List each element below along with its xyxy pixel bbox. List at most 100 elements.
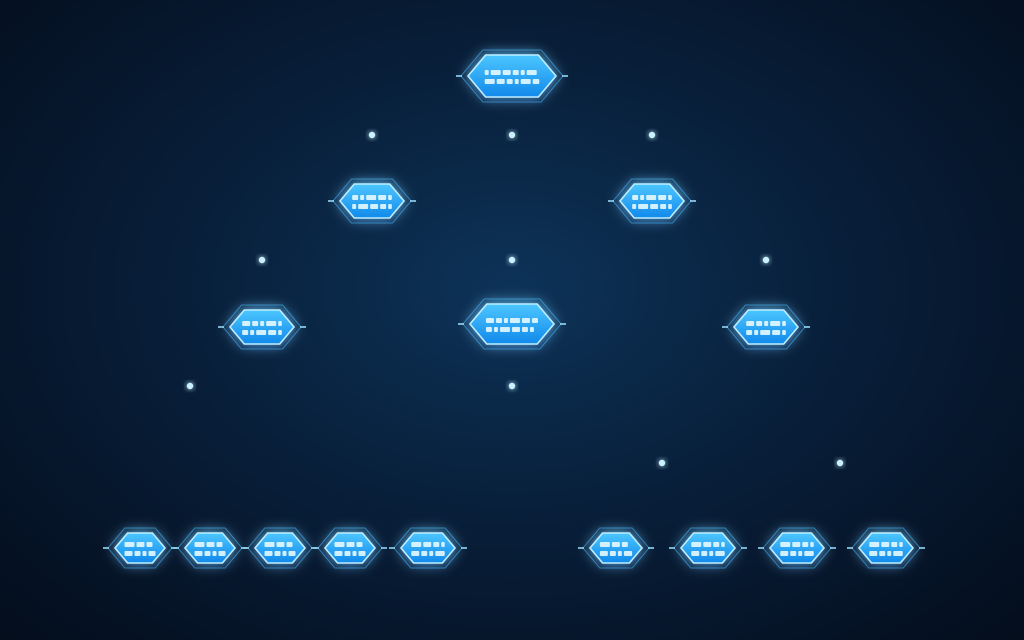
junction-dots: [186, 131, 844, 467]
org-node-leaf-7: [669, 527, 747, 569]
org-node-l1-right: [608, 178, 696, 224]
node-glyph: [134, 551, 141, 556]
node-glyph: [218, 551, 226, 556]
node-glyph: [746, 330, 753, 335]
node-glyph: [756, 321, 763, 326]
node-glyph: [429, 551, 434, 556]
node-glyph: [493, 327, 498, 332]
node-glyph: [212, 551, 217, 556]
node-glyph: [621, 542, 628, 547]
node-glyph: [352, 204, 357, 209]
node-glyph: [250, 330, 255, 335]
node-glyph: [623, 551, 633, 556]
node-glyph: [334, 551, 343, 556]
node-glyph: [764, 321, 769, 326]
junction-dot: [648, 131, 656, 139]
node-glyph: [782, 321, 786, 326]
node-glyph: [512, 70, 519, 75]
node-glyph: [380, 204, 387, 209]
junction-dot: [762, 256, 770, 264]
org-node-l2-center: [458, 298, 566, 350]
node-glyph: [278, 321, 282, 326]
node-glyph: [204, 551, 211, 556]
node-glyph: [798, 551, 803, 556]
org-node-root: [456, 49, 568, 103]
node-glyph: [276, 542, 285, 547]
node-glyph: [668, 195, 672, 200]
node-glyph: [411, 551, 420, 556]
node-glyph: [421, 551, 428, 556]
node-glyph: [746, 321, 755, 326]
node-glyph: [264, 551, 273, 556]
node-glyph: [206, 542, 215, 547]
node-body: [468, 303, 556, 345]
org-node-leaf-9: [847, 527, 925, 569]
node-body: [399, 532, 457, 564]
node-glyph: [485, 318, 494, 323]
node-glyph: [142, 551, 147, 556]
node-glyph: [136, 542, 145, 547]
node-glyph: [869, 551, 878, 556]
node-glyph: [370, 204, 379, 209]
node-glyph: [891, 542, 898, 547]
node-glyph: [881, 542, 890, 547]
node-glyph: [810, 542, 814, 547]
node-glyph: [278, 330, 282, 335]
node-body: [768, 532, 826, 564]
org-node-l2-left: [218, 304, 306, 350]
node-glyph: [264, 542, 275, 547]
node-glyph: [514, 79, 519, 84]
node-glyph: [658, 195, 667, 200]
junction-dot: [508, 256, 516, 264]
node-glyph: [802, 542, 809, 547]
node-glyph: [503, 318, 508, 323]
node-glyph: [124, 551, 133, 556]
node-glyph: [660, 204, 667, 209]
node-glyph: [869, 542, 880, 547]
node-glyph: [709, 551, 714, 556]
node-glyph: [194, 551, 203, 556]
node-glyph: [268, 330, 277, 335]
node-glyph: [502, 70, 511, 75]
node-glyph: [691, 551, 700, 556]
node-glyph: [260, 321, 265, 326]
org-node-leaf-4: [313, 527, 387, 569]
node-glyph: [893, 551, 903, 556]
node-glyph: [266, 321, 277, 326]
node-body: [466, 54, 558, 98]
org-nodes: [103, 49, 925, 569]
node-glyph: [599, 551, 608, 556]
node-glyph: [358, 204, 369, 209]
node-glyph: [640, 195, 645, 200]
node-body: [228, 309, 296, 345]
junction-dot: [368, 131, 376, 139]
node-glyph: [650, 204, 659, 209]
org-node-l2-right: [722, 304, 810, 350]
node-glyph: [124, 542, 135, 547]
node-glyph: [782, 330, 786, 335]
node-glyph: [352, 195, 359, 200]
node-glyph: [668, 204, 672, 209]
junction-dot: [508, 382, 516, 390]
node-glyph: [632, 204, 637, 209]
node-glyph: [344, 551, 351, 556]
node-glyph: [780, 542, 791, 547]
node-glyph: [490, 70, 501, 75]
node-glyph: [435, 551, 445, 556]
node-glyph: [433, 542, 440, 547]
node-glyph: [772, 330, 781, 335]
node-glyph: [611, 542, 620, 547]
node-glyph: [423, 542, 432, 547]
node-glyph: [242, 330, 249, 335]
node-glyph: [780, 551, 789, 556]
node-glyph: [441, 542, 445, 547]
node-glyph: [496, 79, 505, 84]
node-glyph: [511, 327, 520, 332]
node-glyph: [288, 551, 296, 556]
node-glyph: [520, 70, 525, 75]
junction-dot: [508, 131, 516, 139]
node-body: [588, 532, 644, 564]
node-glyph: [899, 542, 903, 547]
node-glyph: [532, 79, 540, 84]
